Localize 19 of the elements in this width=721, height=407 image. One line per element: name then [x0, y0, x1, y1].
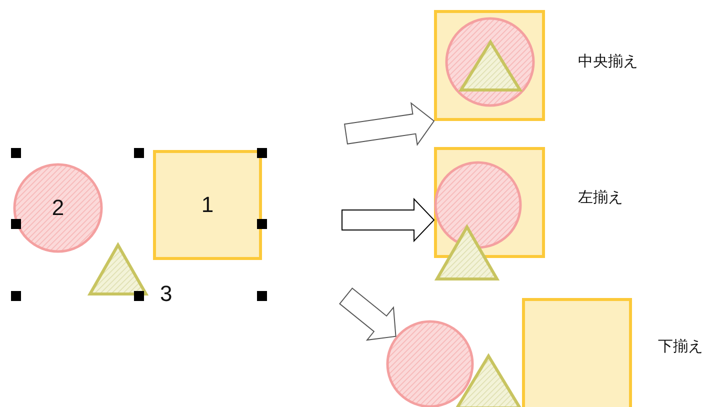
shape-number: 3: [160, 281, 172, 307]
circle-shape: [13, 163, 103, 253]
shape-number: 1: [200, 192, 215, 218]
circle-shape: [434, 161, 522, 249]
square-shape: [434, 147, 545, 258]
block-arrow: [344, 102, 435, 146]
alignment-label: 中央揃え: [578, 52, 638, 71]
block-arrow: [342, 198, 435, 242]
block-arrow: [339, 288, 396, 341]
square-shape: [153, 150, 262, 260]
circle-shape: [445, 17, 535, 107]
alignment-label: 左揃え: [578, 188, 623, 207]
alignment-label: 下揃え: [658, 337, 703, 356]
triangle-shape: [435, 225, 499, 281]
triangle-shape: [88, 243, 148, 296]
shape-number: 2: [50, 195, 66, 221]
triangle-shape: [459, 40, 522, 92]
square-shape: [434, 10, 545, 121]
triangle-shape: [455, 354, 522, 407]
